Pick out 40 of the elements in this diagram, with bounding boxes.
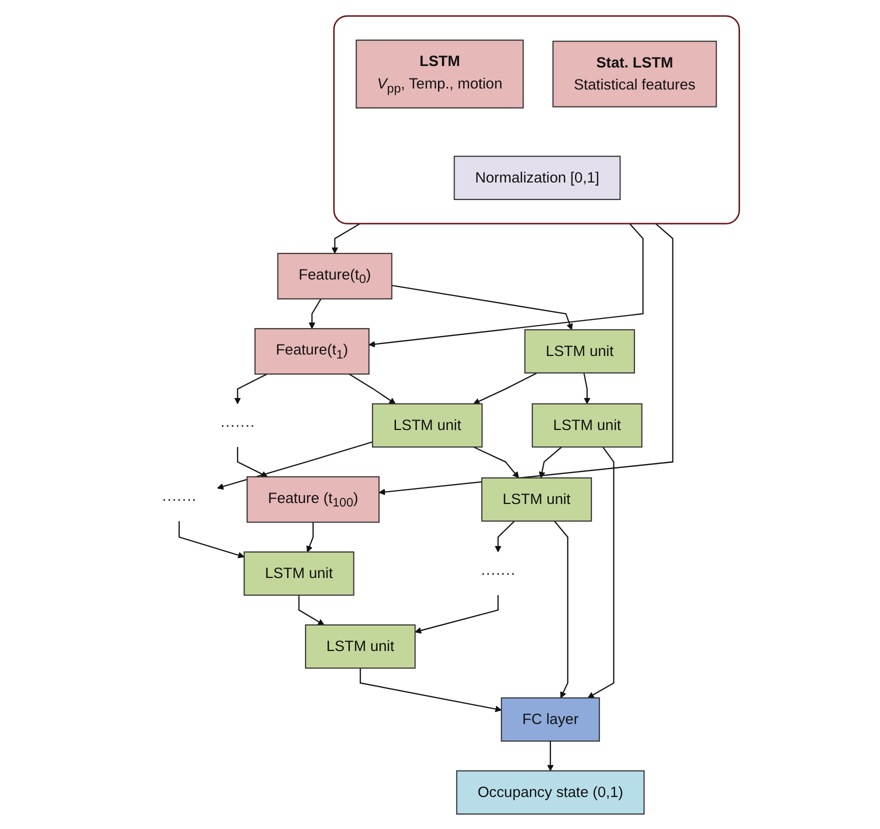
node-box: LSTM unit (481, 476, 592, 522)
node-box: LSTM unit (524, 328, 635, 373)
node-text: ······· (162, 490, 196, 508)
arrow (494, 520, 515, 552)
node-box: Occupancy state (0,1) (456, 770, 644, 814)
node-box: LSTM unit (243, 550, 354, 596)
node-box: LSTM V$_{pp}$, Temp., motion (356, 39, 524, 108)
arrow (331, 222, 360, 254)
arrow (308, 298, 322, 328)
arrow (554, 520, 568, 698)
arrow (360, 668, 502, 712)
arrow (236, 446, 268, 477)
arrow (547, 740, 554, 771)
arrow (298, 594, 324, 625)
arrow (587, 446, 614, 698)
arrow (414, 594, 499, 634)
arrow (473, 446, 519, 478)
node-box: Normalization [0,1] (454, 155, 621, 200)
node-box: LSTM unit (372, 402, 482, 448)
arrow (392, 284, 573, 330)
node-box: Feature(t$_{0}$) (277, 252, 392, 299)
arrow (583, 372, 590, 404)
arrow (368, 222, 644, 347)
node-box: LSTM unit (532, 402, 642, 448)
node-box: Feature (t$_{100}$) (246, 476, 380, 522)
arrow (473, 372, 538, 404)
arrow (378, 222, 674, 495)
arrow (178, 520, 244, 558)
arrow (538, 446, 562, 478)
arrow (306, 522, 314, 552)
node-text: ······· (480, 564, 516, 582)
node-box: Feature(t$_{1}$) (254, 328, 370, 374)
node-box: Stat. LSTM Statistical features (552, 40, 717, 107)
arrow (216, 440, 373, 490)
node-box: LSTM unit (304, 624, 416, 668)
arrow (348, 373, 396, 404)
arrow (234, 373, 268, 404)
cluster (333, 14, 740, 224)
node-text: ······· (220, 416, 255, 434)
node-box: FC layer (500, 696, 600, 742)
